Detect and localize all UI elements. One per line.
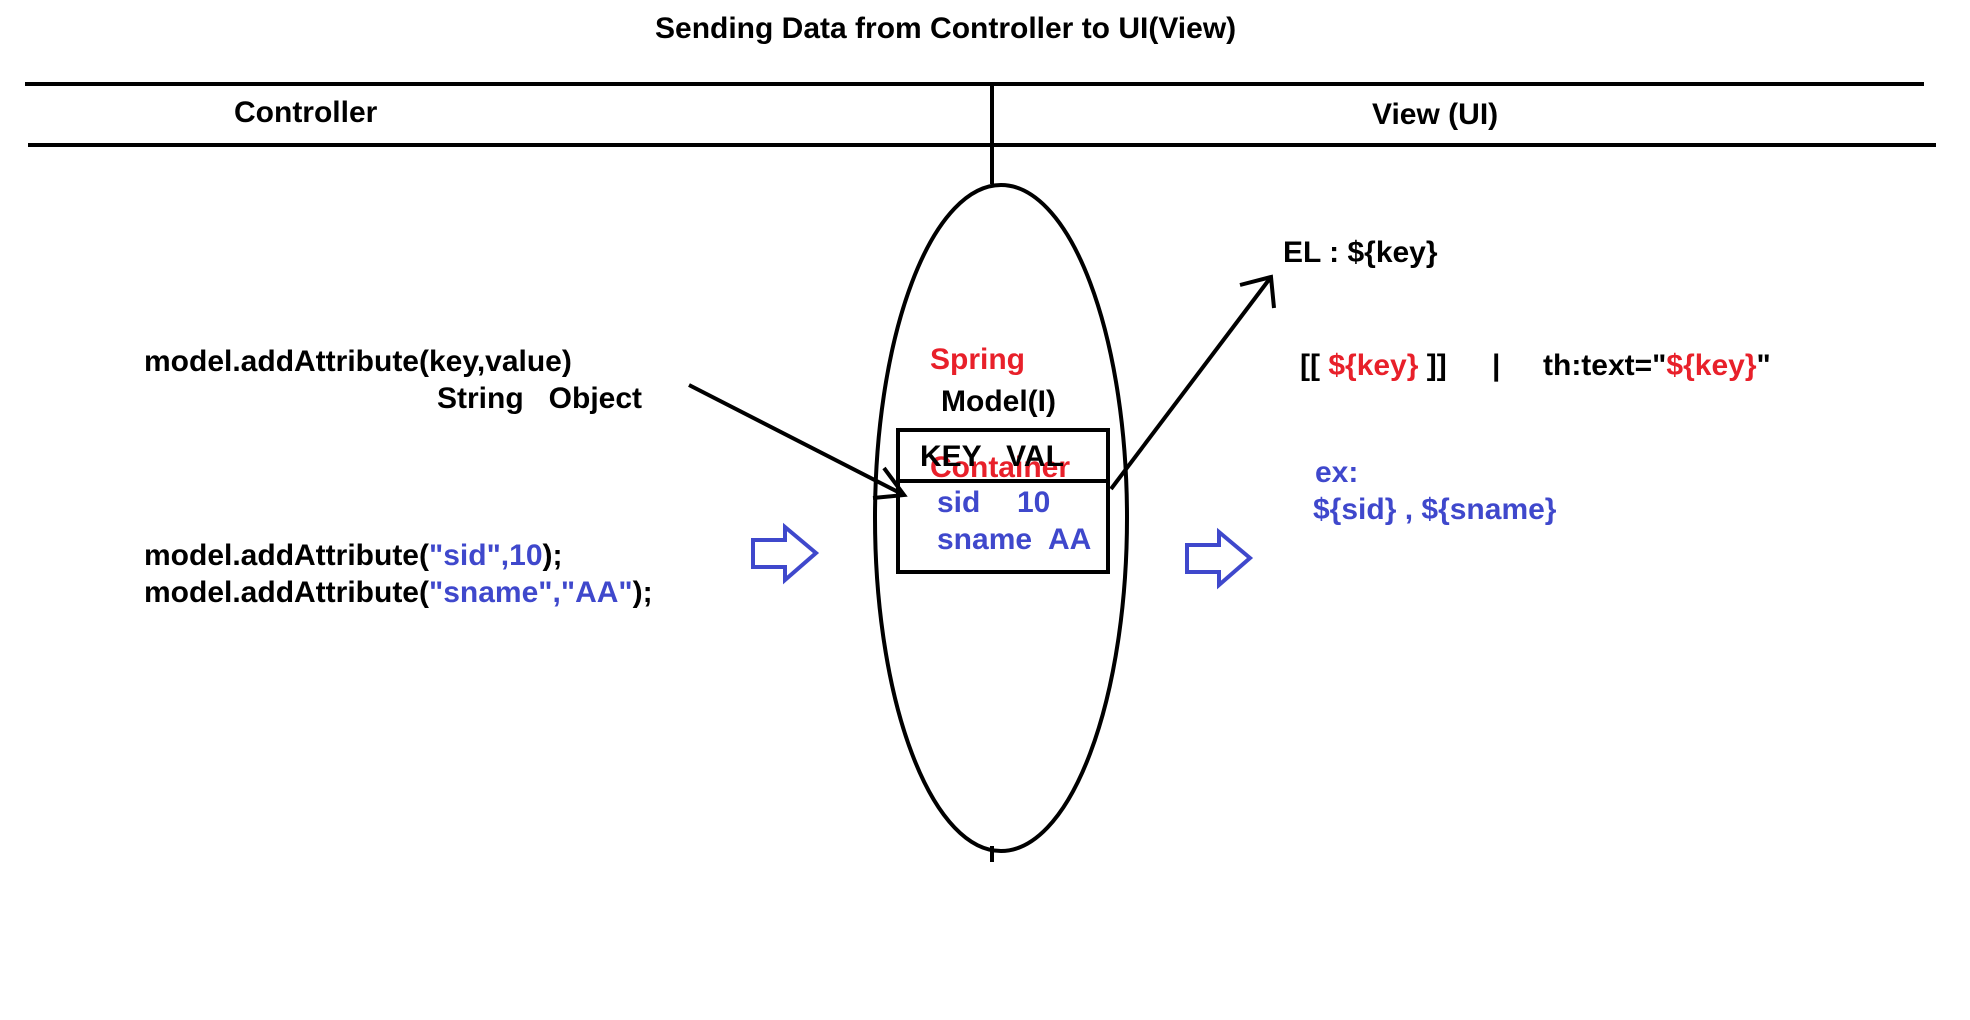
- call-key: "sid": [429, 539, 501, 572]
- call-suffix: );: [542, 539, 563, 572]
- spring-container-label: Spring Container: [930, 270, 1070, 522]
- controller-to-model-arrow: [688, 383, 905, 497]
- inline-open: [[: [1300, 349, 1329, 382]
- th-text-expression: th:text="${key}": [1543, 351, 1771, 381]
- view-column-header: View (UI): [1372, 98, 1499, 131]
- model-to-view-arrowhead: [1239, 274, 1276, 309]
- call-sep: ,: [552, 576, 561, 609]
- model-table-row-sname-key: sname: [937, 523, 1033, 556]
- controller-to-model-arrowhead: [872, 466, 908, 500]
- thymeleaf-expressions: [[ ${key} ]]: [1300, 351, 1447, 381]
- controller-column-header: Controller: [234, 96, 378, 129]
- th-text-prefix: th:text=": [1543, 349, 1667, 382]
- model-table-row-sid-val: 10: [1017, 486, 1051, 519]
- model-table-header: KEY VAL: [920, 440, 1064, 473]
- call-key: "sname": [429, 576, 553, 609]
- call-suffix: );: [632, 576, 653, 609]
- model-table-box: [896, 428, 1110, 574]
- model-table-row-sname-val: AA: [1048, 523, 1092, 556]
- example-label: ex:: [1315, 456, 1359, 489]
- spring-container-label-line1: Spring: [930, 343, 1025, 376]
- add-attribute-call-sid: model.addAttribute("sid",10);: [144, 541, 563, 571]
- block-right-arrow-icon: [751, 522, 820, 585]
- th-text-suffix: ": [1756, 349, 1771, 382]
- call-val: "AA": [560, 576, 633, 609]
- call-val: 10: [509, 539, 543, 572]
- th-text-key: ${key}: [1666, 349, 1757, 382]
- inline-close: ]]: [1418, 349, 1447, 382]
- model-table-row-sid-key: sid: [937, 486, 981, 519]
- call-sep: ,: [500, 539, 510, 572]
- call-prefix: model.addAttribute(: [144, 539, 429, 572]
- add-attribute-signature: model.addAttribute(key,value): [144, 345, 572, 378]
- spring-container-ellipse: [873, 183, 1129, 853]
- block-right-arrow-icon: [1185, 527, 1254, 590]
- add-attribute-param-types: String Object: [437, 382, 643, 415]
- spring-container-label-line2: Container: [930, 451, 1071, 484]
- expression-separator: |: [1492, 349, 1501, 382]
- inline-key: ${key}: [1328, 349, 1419, 382]
- el-expression: EL : ${key}: [1283, 236, 1438, 269]
- model-to-view-arrow: [1109, 275, 1273, 491]
- page-title: Sending Data from Controller to UI(View): [655, 12, 1237, 45]
- add-attribute-call-sname: model.addAttribute("sname","AA");: [144, 578, 653, 608]
- call-prefix: model.addAttribute(: [144, 576, 429, 609]
- example-value: ${sid} , ${sname}: [1313, 493, 1557, 526]
- model-interface-label: Model(I): [941, 385, 1056, 418]
